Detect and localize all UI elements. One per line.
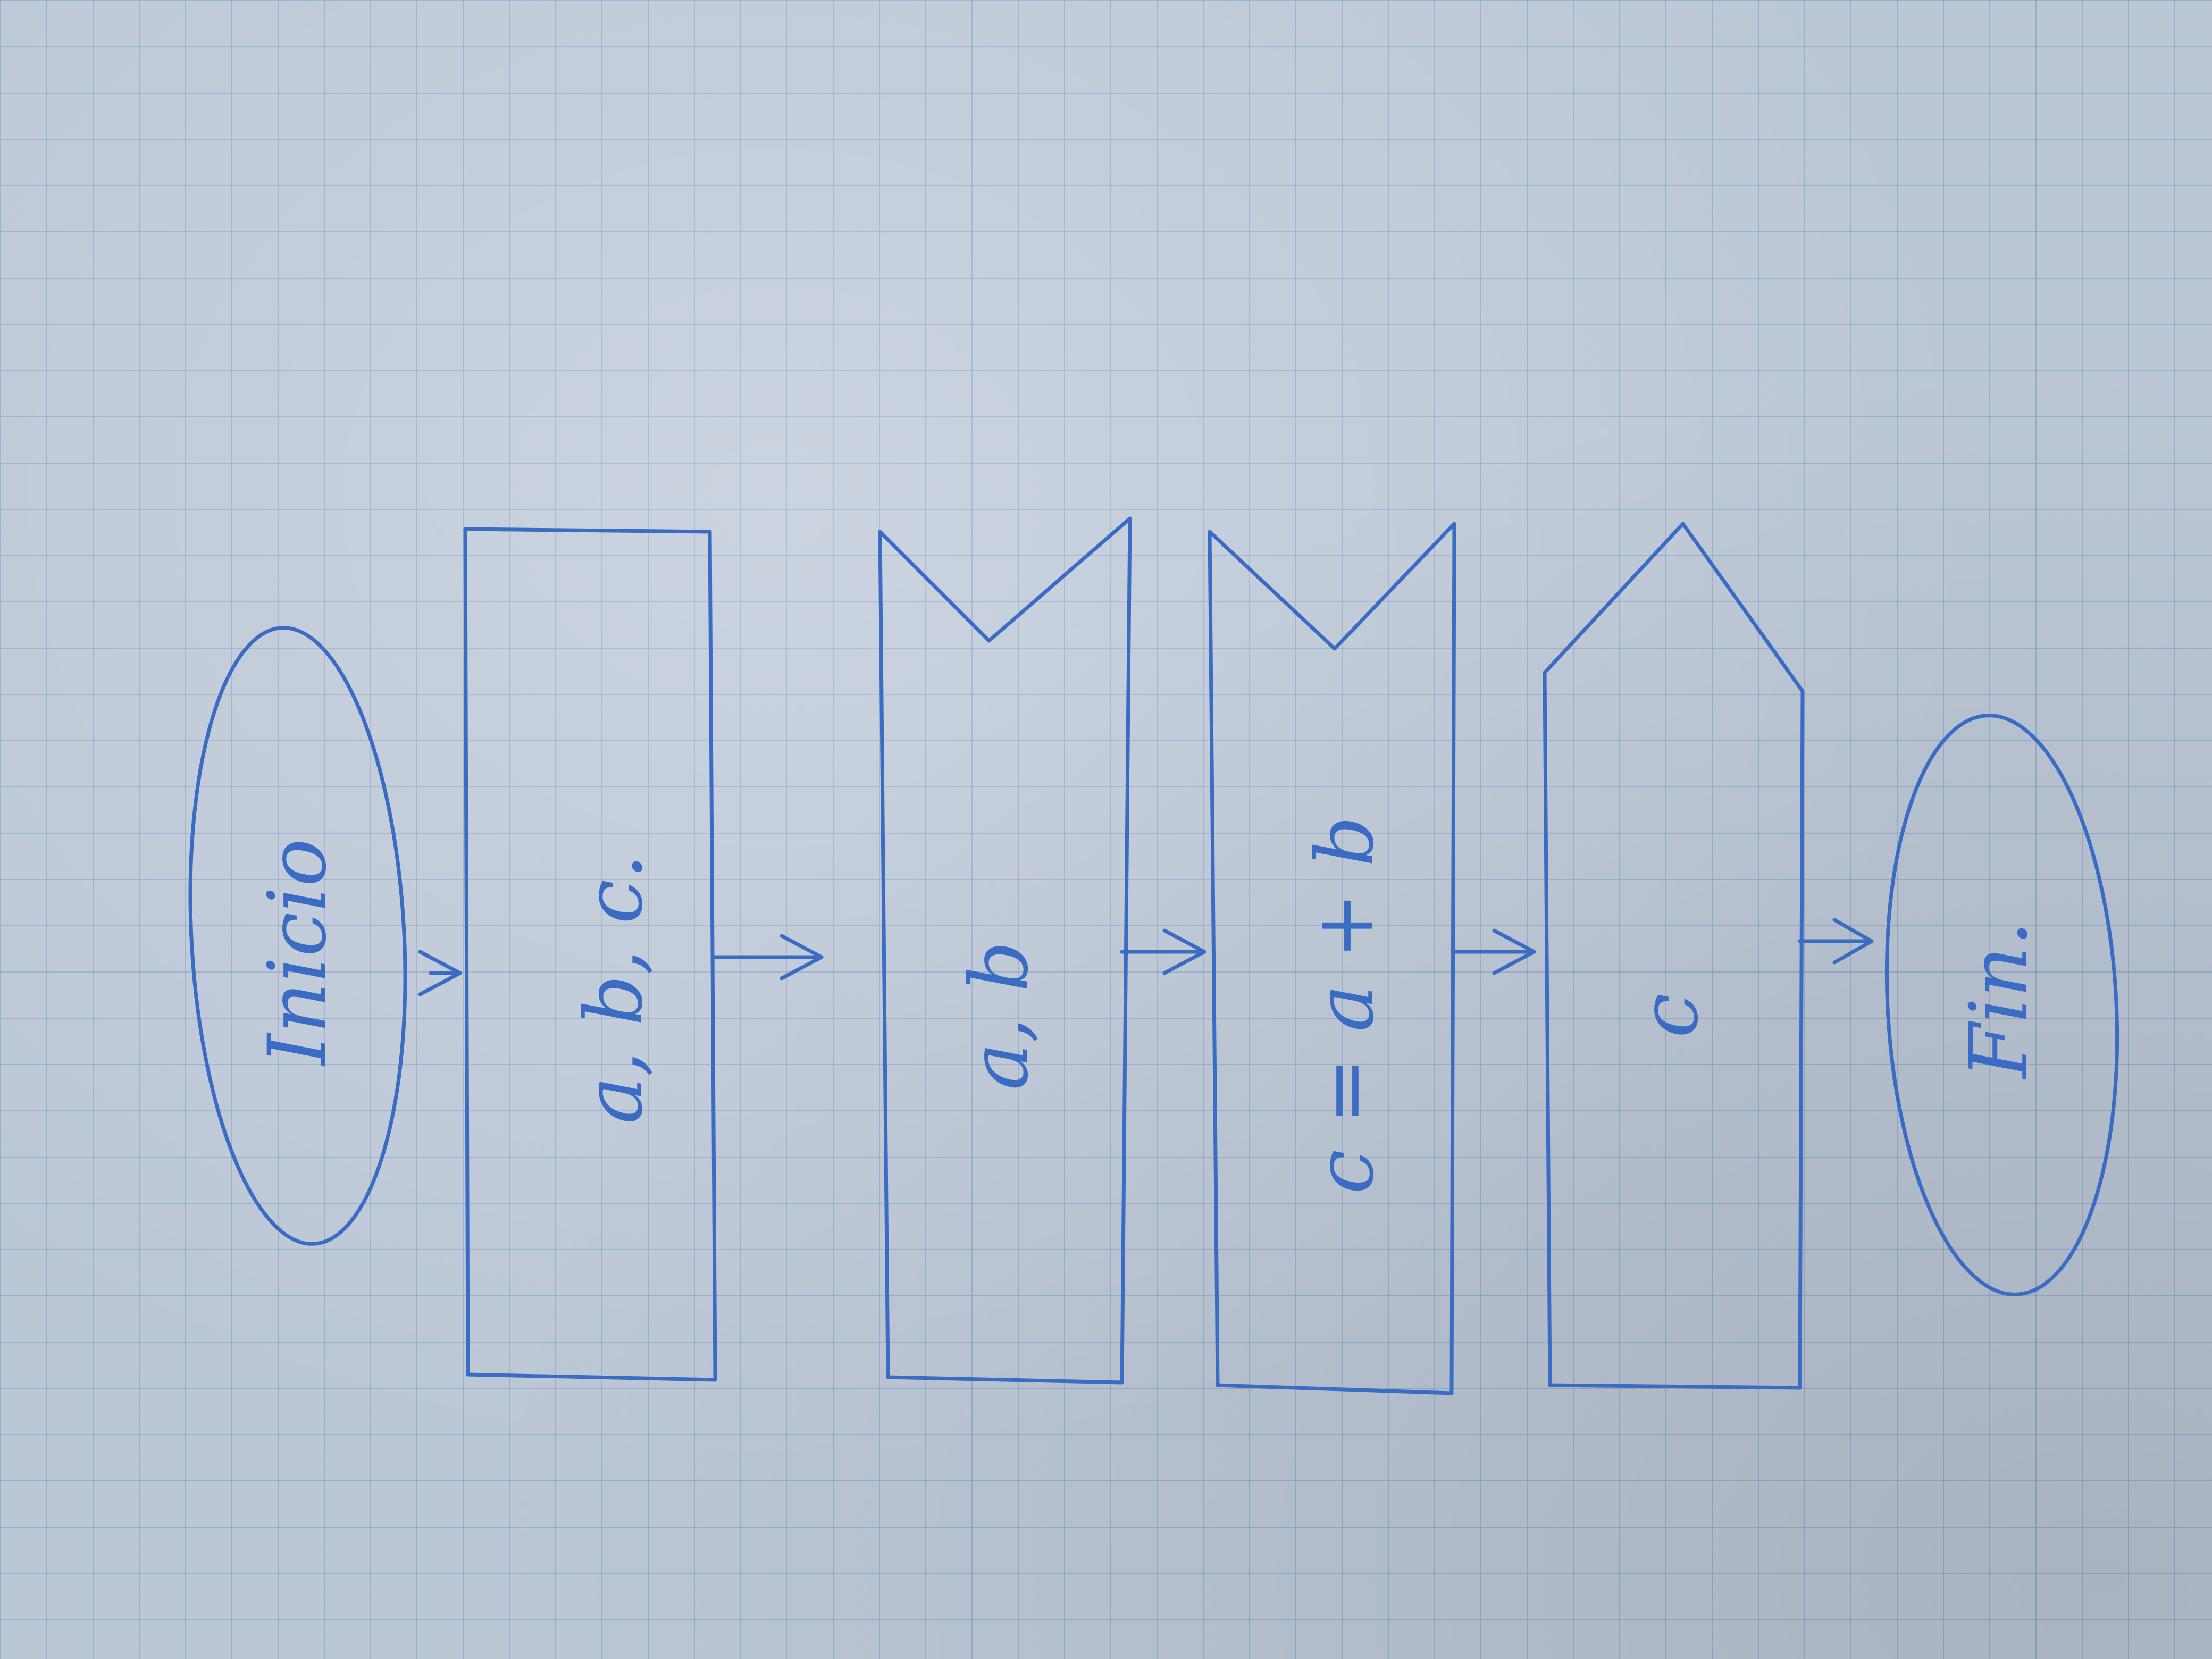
arrow-output-end <box>1798 918 1874 965</box>
arrow-calc-output <box>1452 928 1536 975</box>
calc-label: c = a + b <box>1299 816 1392 1194</box>
arrow-declare-input <box>713 934 824 981</box>
start-label: Inicio <box>252 839 344 1067</box>
end-terminator: Fin. <box>1884 714 2119 1296</box>
start-terminator: Inicio <box>188 626 407 1246</box>
output-display-box: c <box>1543 522 1805 1390</box>
arrow-input-calc <box>1120 928 1206 975</box>
input-label: a, b <box>953 941 1046 1091</box>
output-label: c <box>1623 993 1716 1038</box>
declare-label: a, b, c. <box>568 854 660 1124</box>
arrow-start-declare <box>418 950 462 996</box>
declare-process-box: a, b, c. <box>463 527 717 1382</box>
calc-manual-box: c = a + b <box>1208 522 1456 1395</box>
end-label: Fin. <box>1953 921 2046 1080</box>
input-manual-box: a, b <box>878 516 1132 1385</box>
